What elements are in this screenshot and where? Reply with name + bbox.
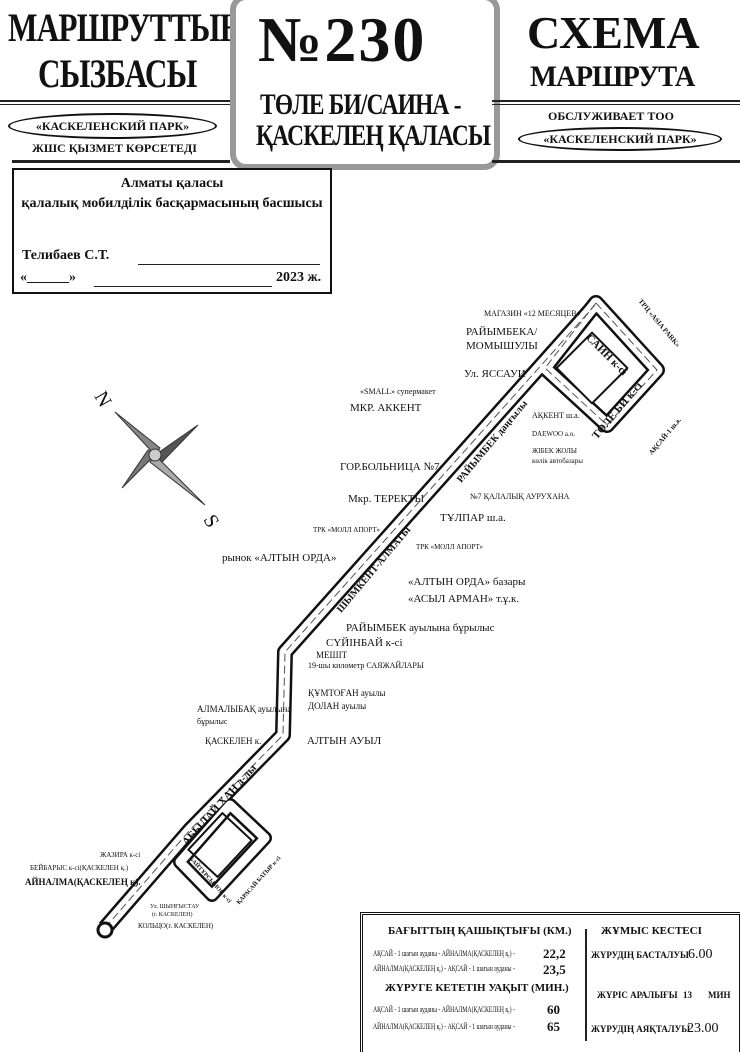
time-row-label: АЙНАЛМА(ҚАСКЕЛЕҢ қ.) - АҚСАЙ - 1 шағын а… (373, 1022, 515, 1031)
map-label: ҚАСКЕЛЕН к. (205, 736, 262, 746)
map-label: МОМЫШУЛЫ (466, 340, 538, 352)
map-label: 19-шы километр САЯЖАЙЛАРЫ (308, 661, 424, 670)
time-title: ЖҮРУГЕ КЕТЕТІН УАҚЫТ (МИН.) (385, 982, 569, 994)
interval-label: ЖҮРІС АРАЛЫҒЫ (597, 990, 678, 1000)
schedule-panel: БАҒЫТТЫҢ ҚАШЫҚТЫҒЫ (КМ.) АҚСАЙ - 1 шағын… (360, 912, 740, 1052)
map-label: ТҰЛПАР ш.а. (440, 512, 506, 524)
map-label: ТРК «МОЛЛ АПОРТ» (313, 526, 381, 534)
time-row-value: 60 (547, 1002, 560, 1017)
map-label: рынок «АЛТЫН ОРДА» (222, 552, 337, 564)
left-title-1: МАРШРУТТЫҢ (8, 5, 244, 50)
map-label: МКР. АККЕНТ (350, 402, 422, 414)
map-label: БЕЙБАРЫС к-сі(ҚАСКЕЛЕН қ.) (30, 864, 129, 872)
right-title-2: МАРШРУТА (530, 60, 695, 93)
map-label: МАГАЗИН «12 МЕСЯЦЕВ» (484, 309, 581, 318)
distance-row-value: 23,5 (543, 962, 566, 977)
map-label: Мкр. ТЕРЕКТЫ (348, 493, 425, 505)
map-label: көлік автобазары (532, 457, 583, 465)
route-name-2: ҚАСКЕЛЕҢ ҚАЛАСЫ (256, 119, 491, 152)
map-label: «АСЫЛ АРМАН» т.ұ.к. (408, 593, 520, 605)
left-service-text: ЖШС ҚЫЗМЕТ КӨРСЕТЕДІ (32, 141, 197, 155)
divider (492, 160, 740, 163)
date-year: 2023 ж. (276, 270, 322, 285)
divider (0, 104, 232, 105)
route-number: №230 (258, 4, 427, 75)
end-label: ЖҮРУДІҢ АЯҚТАЛУЫ (591, 1024, 691, 1034)
map-label: ЖІБЕК ЖОЛЫ (532, 447, 577, 455)
approval-line-2: қалалық мобилділік басқармасының басшысы (21, 196, 323, 211)
map-label: ГОР.БОЛЬНИЦА №7 (340, 461, 440, 473)
divider (12, 160, 230, 163)
work-title: ЖҰМЫС КЕСТЕСІ (601, 925, 702, 937)
company-oval-right: «КАСКЕЛЕНСКИЙ ПАРК» (518, 127, 722, 151)
date-day: «______» (20, 270, 76, 285)
interval-unit: МИН (708, 990, 731, 1000)
map-label: ҚҰМТОҒАН ауылы (308, 688, 386, 698)
divider (0, 100, 232, 102)
terminal-stop-icon (96, 921, 114, 939)
signature-line (138, 264, 320, 265)
route-name-1: ТӨЛЕ БИ/САИНА - (260, 88, 462, 121)
approver-name: Телибаев С.Т. (22, 248, 110, 263)
company-oval-left: «КАСКЕЛЕНСКИЙ ПАРК» (8, 113, 217, 139)
date-line (94, 286, 272, 287)
map-label: №7 ҚАЛАЛЫҚ АУРУХАНА (470, 492, 570, 501)
approval-box: Алматы қаласы қалалық мобилділік басқарм… (12, 168, 332, 294)
route-number-box: №230 ТӨЛЕ БИ/САИНА - ҚАСКЕЛЕҢ ҚАЛАСЫ (230, 0, 500, 170)
map-label: АЛМАЛЫБАҚ ауылына (197, 704, 292, 714)
approval-line-1: Алматы қаласы (120, 176, 224, 191)
map-label: КОЛЬЦО(г. КАСКЕЛЕН) (138, 922, 214, 930)
left-title-2: СЫЗБАСЫ (38, 51, 197, 96)
map-label: ЖАЗИРА к-сі (100, 851, 141, 859)
map-label: «АЛТЫН ОРДА» базары (408, 576, 526, 588)
column-divider (585, 929, 587, 1041)
map-label: Ул. ШЫНҒЫСТАУ (150, 904, 200, 910)
map-label: ТРК «МОЛЛ АПОРТ» (416, 543, 484, 551)
right-service-text: ОБСЛУЖИВАЕТ ТОО (548, 109, 674, 123)
map-label: «SMALL» супермакет (360, 387, 436, 396)
distance-row-label: АЙНАЛМА(ҚАСКЕЛЕҢ қ.) - АҚСАЙ - 1 шағын а… (373, 964, 515, 973)
time-row-label: АҚСАЙ - 1 шағын ауданы - АЙНАЛМА(ҚАСКЕЛЕ… (373, 1005, 515, 1014)
distance-title: БАҒЫТТЫҢ ҚАШЫҚТЫҒЫ (КМ.) (388, 925, 572, 937)
map-label: ДОЛАН ауылы (308, 701, 367, 711)
map-label: АЛТЫН АУЫЛ (307, 735, 382, 747)
interval-value: 13 (683, 990, 692, 1000)
map-label: СҮЙІНБАЙ к-сі (326, 637, 403, 649)
time-row-value: 65 (547, 1019, 560, 1034)
compass-icon (114, 411, 206, 506)
map-label: МЕШІТ (316, 650, 348, 660)
map-label: Ул. ЯССАУИ (464, 368, 526, 380)
map-label: (г. КАСКЕЛЕН) (152, 912, 193, 918)
map-label: бұрылыс (197, 717, 228, 726)
end-value: 23.00 (687, 1021, 719, 1036)
right-title-1: СХЕМА (527, 7, 700, 58)
divider (492, 104, 740, 105)
divider (492, 100, 740, 102)
start-value: 6.00 (688, 947, 713, 962)
route-road (98, 295, 665, 934)
start-label: ЖҮРУДІҢ БАСТАЛУЫ (591, 950, 689, 960)
map-label: DAEWOO a.o. (532, 430, 575, 438)
map-label: АҚКЕНТ ш.а. (532, 411, 580, 420)
map-label: РАЙЫМБЕК ауылына бұрылыс (346, 622, 495, 634)
map-label: РАЙЫМБЕКА/ (466, 326, 538, 338)
distance-row-value: 22,2 (543, 946, 566, 961)
map-label: АЙНАЛМА(ҚАСКЕЛЕҢ қ). (25, 877, 141, 887)
distance-row-label: АҚСАЙ - 1 шағын ауданы - АЙНАЛМА(ҚАСКЕЛЕ… (373, 949, 515, 958)
